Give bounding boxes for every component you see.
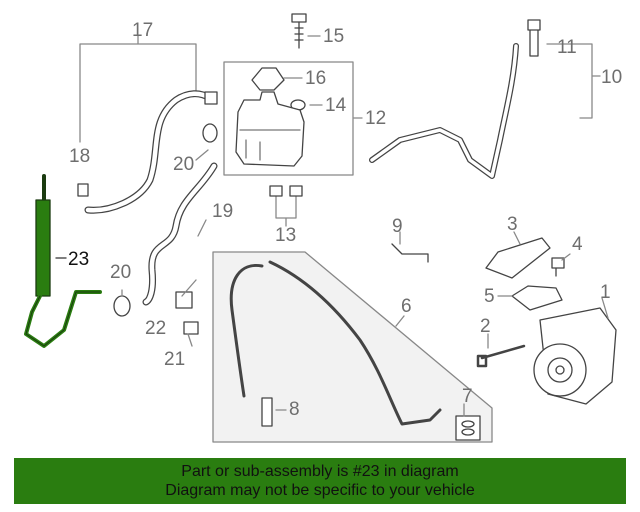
clamp-18-icon [77,183,89,197]
reservoir-icon [235,91,305,167]
bolt-15-icon [291,13,307,49]
bracket-3-icon [485,237,551,279]
callout-20-upper: 20 [173,154,194,175]
hose-23-highlight [24,174,102,348]
hose-6 [229,260,442,426]
callout-23: 23 [68,249,89,270]
o-ring-7-icon [455,415,481,441]
clamp-20-lower-icon [113,295,131,317]
callout-19: 19 [212,201,233,222]
callout-18: 18 [69,146,90,167]
callout-8: 8 [289,399,300,420]
reservoir-group-frame [223,61,354,176]
parts-diagram: 1 2 3 4 5 6 7 8 9 10 11 12 13 14 15 16 1… [24,13,622,443]
leader-17 [79,35,197,143]
callout-4: 4 [572,234,583,255]
bracket-22-icon [175,291,193,309]
reservoir-cap-icon [251,67,285,91]
callout-12: 12 [365,108,386,129]
info-banner: Part or sub-assembly is #23 in diagram D… [14,458,626,504]
callout-22: 22 [145,318,166,339]
hose-group-frame [212,251,493,443]
callout-7: 7 [462,386,473,407]
leader-10 [546,43,601,119]
callout-17: 17 [132,20,153,41]
callout-10: 10 [601,67,622,88]
callout-3: 3 [507,214,518,235]
power-steering-pump-icon [533,307,617,405]
fitting-8-icon [261,397,273,427]
sensor-11-icon [527,19,541,57]
callout-2: 2 [480,316,491,337]
callout-16: 16 [305,68,326,89]
bracket-5-icon [511,285,563,311]
bolt-2-icon [476,344,526,368]
leader-13 [275,195,297,227]
callout-11: 11 [557,37,577,58]
callout-5: 5 [484,286,495,307]
info-banner-line2: Diagram may not be specific to your vehi… [165,482,475,499]
hose-19 [142,162,218,306]
callout-1: 1 [600,282,611,303]
callout-14: 14 [325,95,347,116]
callout-21: 21 [164,349,185,370]
info-banner-line1: Part or sub-assembly is #23 in diagram [181,463,459,480]
clamp-20-upper-icon [202,123,218,143]
bolt-4-icon [551,257,565,277]
bracket-9-icon [391,243,429,263]
callout-9: 9 [392,216,403,237]
callout-6: 6 [401,296,412,317]
grommet-icon [269,185,303,197]
callout-13: 13 [275,225,296,246]
clip-21-icon [183,321,199,335]
pressure-line-10 [369,43,519,179]
callout-15: 15 [323,26,344,47]
callout-20-lower: 20 [110,262,131,283]
